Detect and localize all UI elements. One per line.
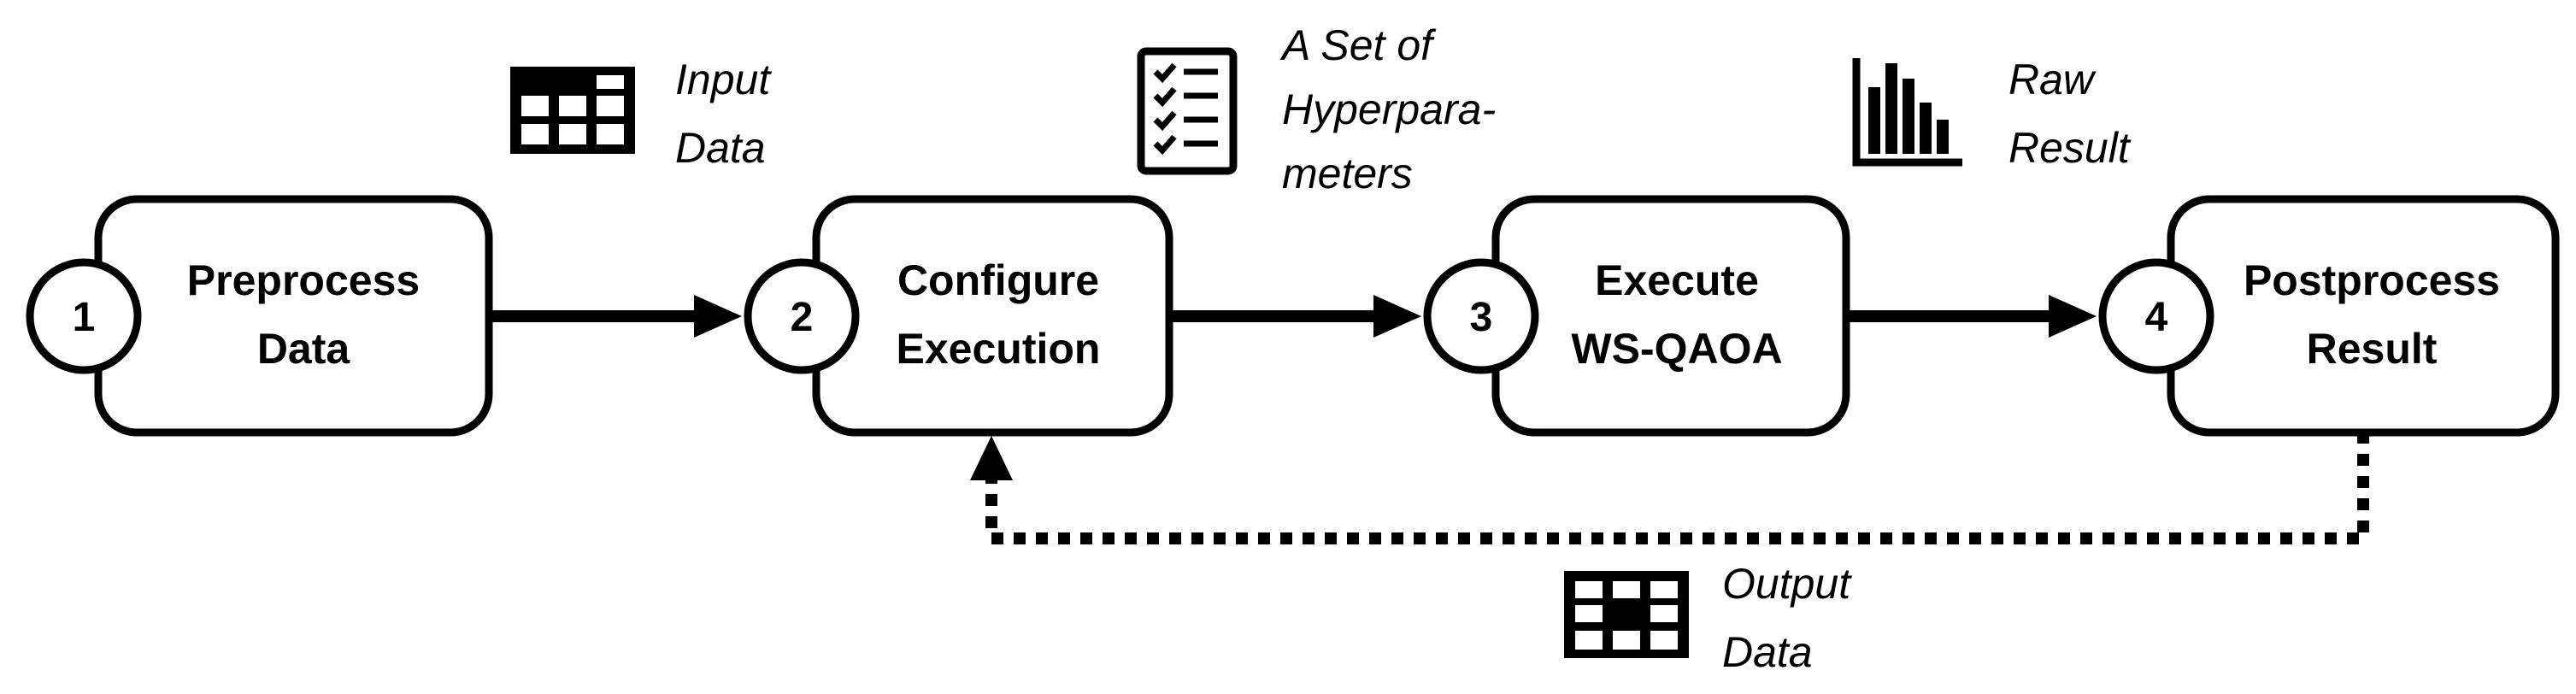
- artifact-input-data: Input Data: [510, 56, 772, 172]
- step-title-line1: Preprocess: [187, 256, 420, 304]
- artifact-label-line: Result: [2008, 124, 2132, 172]
- step-number: 3: [1470, 295, 1493, 340]
- step-title-line2: Execution: [897, 325, 1101, 373]
- step-title-line2: Data: [257, 325, 351, 373]
- step-title-line2: Result: [2307, 325, 2438, 373]
- step-1-preprocess-data: 1 Preprocess Data: [26, 195, 493, 437]
- artifact-label-line: Data: [675, 124, 766, 172]
- checklist-icon: [1137, 47, 1238, 175]
- flow-arrow-3-4: [1846, 295, 2097, 338]
- step-3-execute-ws-qaoa: 3 Execute WS-QAOA: [1423, 195, 1850, 437]
- step-number: 4: [2145, 295, 2168, 340]
- artifact-label-line: Data: [1722, 628, 1813, 676]
- bar-chart-icon: [1852, 58, 1962, 167]
- artifact-output-data: Output Data: [1564, 560, 1852, 676]
- step-2-configure-execution: 2 Configure Execution: [744, 195, 1173, 437]
- table-icon: [510, 67, 635, 154]
- step-title-line1: Execute: [1595, 256, 1759, 304]
- step-number: 2: [791, 295, 814, 340]
- artifact-label-line: meters: [1282, 150, 1413, 197]
- table-icon: [1564, 571, 1689, 658]
- artifact-label-line: Output: [1722, 560, 1852, 608]
- artifact-label-line: A Set of: [1279, 21, 1437, 69]
- artifact-raw-result: Raw Result: [1852, 56, 2132, 172]
- step-title-line1: Postprocess: [2244, 256, 2500, 304]
- step-number: 1: [73, 295, 96, 340]
- feedback-loop-arrow: [970, 432, 2369, 544]
- step-4-postprocess-result: 4 Postprocess Result: [2098, 195, 2560, 437]
- flow-arrow-1-2: [489, 295, 742, 338]
- artifact-label-line: Input: [675, 56, 772, 103]
- step-title-line1: Configure: [897, 256, 1099, 304]
- flow-arrow-2-3: [1169, 295, 1421, 338]
- artifact-hyperparameters: A Set of Hyperpara- meters: [1137, 21, 1496, 197]
- artifact-label-line: Raw: [2008, 56, 2097, 103]
- artifact-label-line: Hyperpara-: [1282, 85, 1496, 133]
- step-title-line2: WS-QAOA: [1571, 325, 1782, 373]
